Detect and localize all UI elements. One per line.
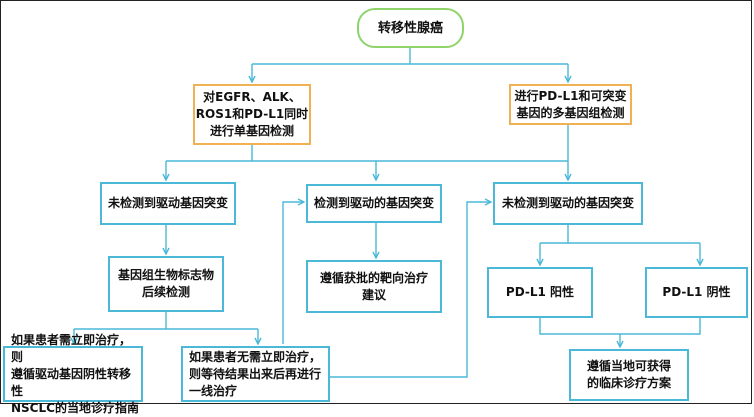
node-detected: 检测到驱动的基因突变	[306, 184, 442, 223]
node-pdl1-positive: PD-L1 阳性	[487, 267, 593, 318]
node-single-gene-test: 对EGFR、ALK、 ROS1和PD-L1同时 进行单基因检测	[193, 84, 311, 145]
diagram-frame	[0, 0, 752, 404]
node-single-gene-label: 对EGFR、ALK、 ROS1和PD-L1同时 进行单基因检测	[195, 90, 309, 138]
connector-pdl1-merge	[539, 318, 701, 335]
node-immediate-label: 如果患者需立即治疗，则 遵循驱动基因阴性转移性 NSCLC的当地诊疗指南	[11, 332, 139, 415]
node-no-immediate-treatment: 如果患者无需立即治疗， 则等待结果出来后再进行 一线治疗	[181, 346, 330, 402]
arrow-not-immediate-to-not-detected-right	[330, 202, 491, 378]
node-multi-gene-label: 进行PD-L1和可突变 基因的多基因组检测	[514, 88, 627, 120]
node-start-label: 转移性腺癌	[377, 20, 443, 36]
node-not-detected-left: 未检测到驱动基因突变	[100, 182, 236, 225]
node-start: 转移性腺癌	[357, 8, 464, 48]
connector-layer	[0, 47, 754, 378]
node-not-detected-left-label: 未检测到驱动基因突变	[107, 196, 228, 210]
node-not-immediate-label: 如果患者无需立即治疗， 则等待结果出来后再进行 一线治疗	[189, 349, 322, 398]
node-multi-gene-test: 进行PD-L1和可突变 基因的多基因组检测	[509, 84, 632, 125]
node-not-detected-right: 未检测到驱动的基因突变	[493, 182, 643, 225]
arrow-not-immediate-to-detected	[282, 202, 304, 344]
node-not-detected-right-label: 未检测到驱动的基因突变	[501, 196, 634, 210]
node-targeted-therapy: 遵循获批的靶向治疗 建议	[306, 260, 442, 313]
node-immediate-treatment: 如果患者需立即治疗，则 遵循驱动基因阴性转移性 NSCLC的当地诊疗指南	[3, 333, 143, 415]
node-pdl1-positive-label: PD-L1 阳性	[505, 285, 575, 299]
node-biomarker-followup: 基因组生物标志物 后续检测	[108, 256, 224, 312]
node-local-clinical-plan: 遵循当地可获得 的临床诊疗方案	[569, 349, 689, 401]
node-local-plan-label: 遵循当地可获得 的临床诊疗方案	[586, 359, 671, 390]
node-detected-label: 检测到驱动的基因突变	[313, 196, 434, 210]
node-targeted-label: 遵循获批的靶向治疗 建议	[319, 270, 428, 302]
node-pdl1-negative-label: PD-L1 阴性	[662, 285, 731, 299]
node-pdl1-negative: PD-L1 阴性	[645, 267, 748, 318]
node-biomarker-label: 基因组生物标志物 后续检测	[117, 268, 214, 299]
